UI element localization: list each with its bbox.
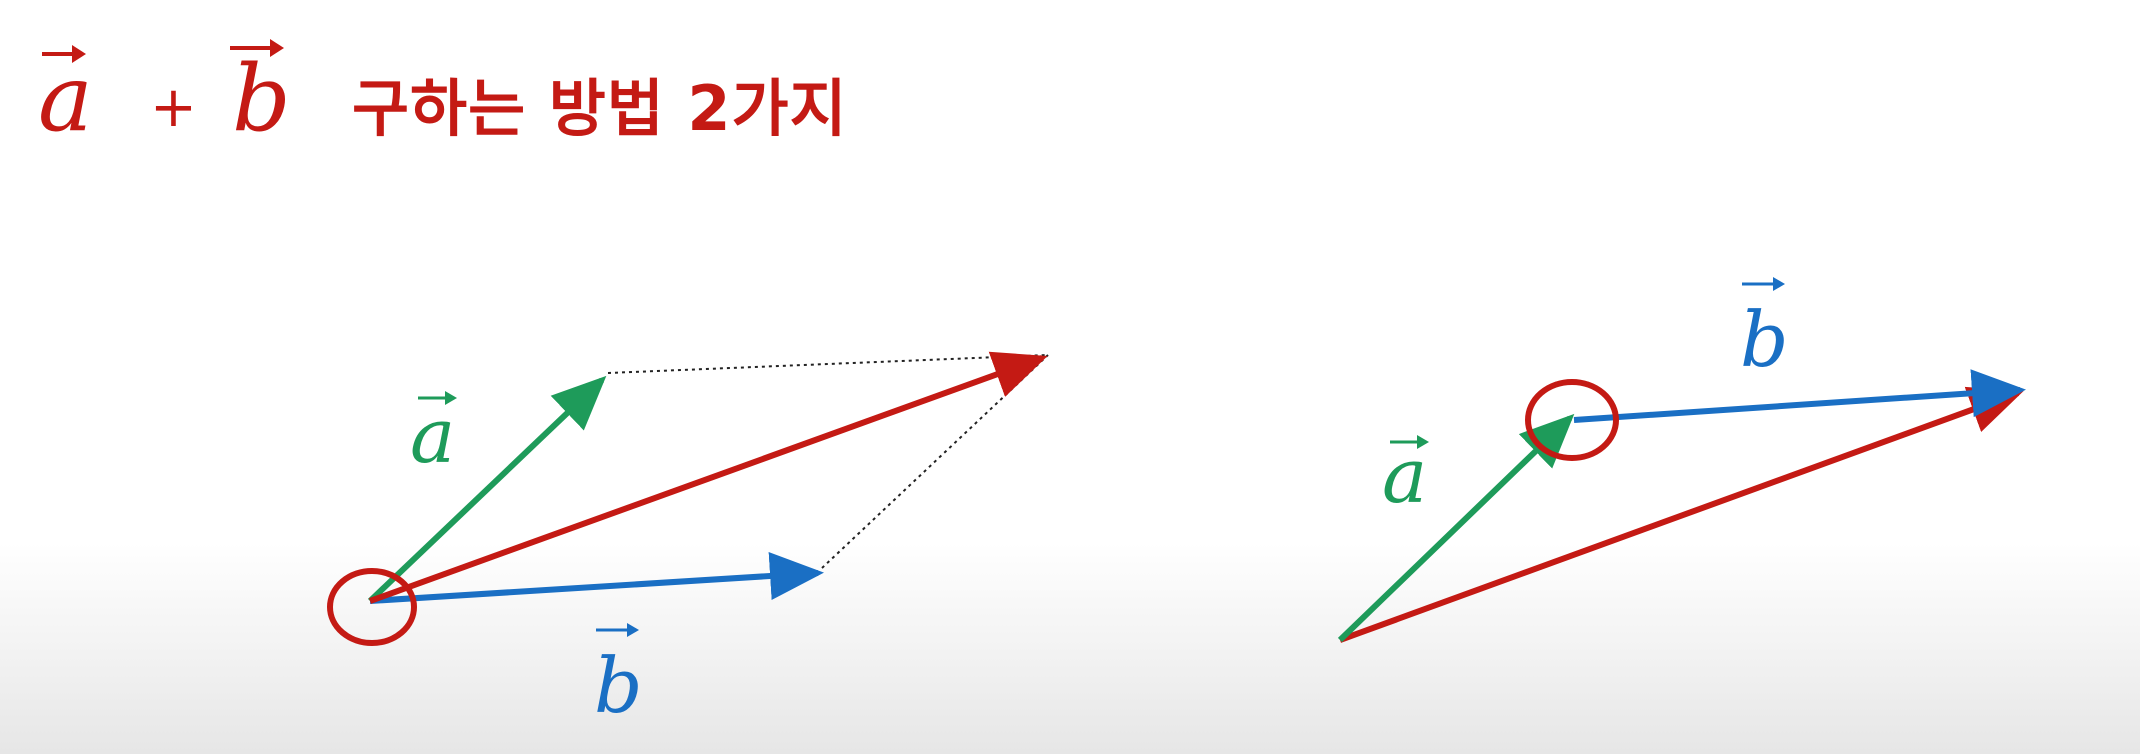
parallelogram-label-b: b <box>594 623 643 730</box>
triangle-vector-a-arrow <box>1337 413 1575 643</box>
parallelogram-label-a-text: a <box>410 391 455 480</box>
title-vector-a: a <box>38 45 93 152</box>
triangle-label-b: b <box>1740 277 1789 384</box>
parallelogram-diagram: a b <box>327 351 1049 730</box>
triangle-label-a-text: a <box>1382 431 1427 520</box>
parallelogram-origin-highlight <box>327 568 417 646</box>
triangle-vector-b-arrow <box>1573 369 2026 423</box>
triangle-label-b-text: b <box>1740 295 1789 384</box>
parallelogram-guide-right <box>821 354 1049 569</box>
title-vector-b: b <box>230 39 291 152</box>
triangle-diagram: a b <box>1337 277 2026 643</box>
title-vector-a-letter: a <box>38 45 93 152</box>
title-vector-b-letter: b <box>232 45 291 152</box>
title-plus-sign: + <box>150 75 197 140</box>
parallelogram-label-a: a <box>410 391 457 480</box>
parallelogram-vector-a-arrow <box>367 375 607 604</box>
parallelogram-sum-arrow <box>368 351 1048 604</box>
triangle-sum-arrow <box>1338 386 2024 643</box>
triangle-junction-highlight <box>1525 379 1619 461</box>
triangle-label-a: a <box>1382 431 1429 520</box>
page-title: a + b 구하는 방법 2가지 <box>38 39 848 152</box>
title-text: 구하는 방법 2가지 <box>352 72 848 145</box>
parallelogram-label-b-text: b <box>594 641 643 730</box>
parallelogram-guide-top <box>607 354 1049 374</box>
parallelogram-vector-b-arrow <box>369 552 824 604</box>
